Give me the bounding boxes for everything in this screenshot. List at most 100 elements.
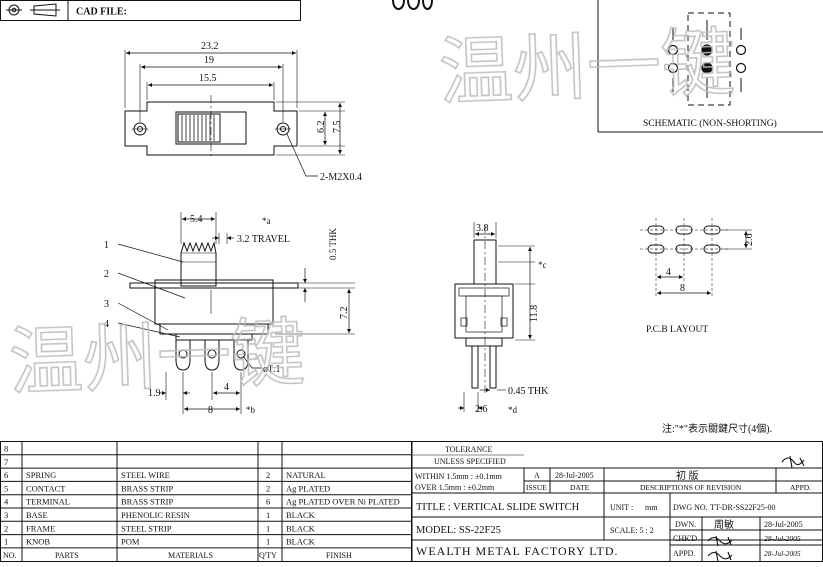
header-box: CAD FILE: — [0, 0, 301, 21]
bom-cell-qty: 2 — [266, 483, 270, 493]
pcb-labels: 2.6 4 8 P.C.B LAYOUT — [646, 234, 755, 336]
travel-label: 3.2 TRAVEL — [237, 234, 290, 245]
tolerance-within: WITHIN 1.5mm : ±0.1mm — [415, 472, 503, 481]
bom-cell-material: PHENOLIC RESIN — [121, 510, 190, 520]
bom-cell-part: FRAME — [26, 523, 55, 533]
bom-header-parts: PARTS — [55, 551, 79, 560]
bom-cell-qty: 1 — [266, 537, 270, 547]
schematic-panel: SCHEMATIC (NON-SHORTING) — [597, 0, 823, 133]
bom-cell-material: STEEL STRIP — [121, 523, 172, 533]
bom-cell-no: 8 — [4, 444, 8, 454]
bom-cell-no: 1 — [4, 537, 8, 547]
dim-slot-label: 15.5 — [199, 73, 217, 84]
signature-marks — [707, 455, 805, 562]
appd-row-label: APPD. — [673, 549, 695, 558]
desc-header: DESCRIPTIONS OF REVISION — [640, 483, 742, 492]
dwn-label: DWN. — [675, 520, 696, 529]
bom-cell-no: 4 — [4, 497, 9, 507]
dim-mount-label: 19 — [204, 55, 214, 66]
bom-cell-qty: 1 — [266, 510, 270, 520]
bom-cell-no: 2 — [4, 523, 8, 533]
end-dim-pin-label: 2.6 — [475, 404, 488, 415]
bom-cell-qty: 6 — [266, 497, 270, 507]
dwn-date: 28-Jul-2005 — [764, 520, 803, 529]
logo-fragment — [392, 0, 433, 10]
dim-height-inner-label: 6.2 — [316, 121, 327, 134]
bom-cell-no: 6 — [4, 470, 8, 480]
callout-4: 4 — [104, 319, 109, 330]
projection-symbol-icon — [6, 3, 60, 17]
end-view — [454, 222, 535, 412]
key-dimension-note: 注:"*"表示關鍵尺寸(4個). — [662, 422, 772, 435]
schematic-contacts — [667, 44, 747, 74]
tolerance-title: TOLERANCE — [445, 445, 493, 454]
callout-1: 1 — [104, 240, 109, 251]
bom-cell-finish: Ag PLATED OVER Ni PLATED — [286, 497, 400, 507]
end-dim-height-label: 11.8 — [529, 305, 540, 322]
bom-cell-material: POM — [121, 537, 140, 547]
bom-cell-part: SPRING — [26, 470, 56, 480]
callout-2: 2 — [104, 269, 109, 280]
dim-pitch-label: 4 — [224, 382, 229, 393]
dwg-no-value: TT-DR-SS22F25-00 — [710, 503, 776, 512]
appd-header: APPD. — [790, 483, 811, 492]
pcb-layout — [640, 218, 752, 298]
pcb-row-dim-label: 2.6 — [744, 234, 755, 247]
bom-header-materials: MATERIALS — [168, 551, 213, 560]
bom-cell-no: 7 — [4, 457, 8, 467]
bom-cell-finish: NATURAL — [286, 470, 326, 480]
bom-cell-no: 5 — [4, 483, 8, 493]
mark-b-label: *b — [246, 405, 256, 415]
tolerance-over: OVER 1.5mm : ±0.2mm — [415, 483, 495, 492]
unit-label: UNIT : — [610, 503, 633, 512]
bom-cell-finish: BLACK — [286, 537, 316, 547]
dim-overall-label: 23.2 — [201, 41, 219, 52]
callout-3: 3 — [104, 299, 109, 310]
pin-dia-label: ø1.1 — [263, 364, 281, 375]
dim-edge-pitch-label: 1.9 — [148, 388, 161, 399]
dwg-no-label: DWG NO. — [673, 503, 708, 512]
appd-date: 28-Jul-2005 — [764, 549, 801, 558]
bom-cell-no: 3 — [4, 510, 8, 520]
chkd-label: CHK'D — [673, 534, 697, 543]
issue-header: ISSUE — [526, 483, 547, 492]
bom-cell-part: BASE — [26, 510, 48, 520]
mark-c-label: *c — [538, 260, 547, 270]
bom-cell-finish: Ag PLATED — [286, 483, 330, 493]
bom-row-lines — [0, 454, 412, 549]
cad-file-label: CAD FILE: — [76, 7, 127, 18]
unit-value: mm — [645, 503, 658, 512]
bom-cell-qty: 1 — [266, 523, 270, 533]
bom-cell-part: TERMINAL — [26, 497, 70, 507]
mark-a-label: *a — [262, 216, 271, 226]
bom-cell-material: BRASS STRIP — [121, 483, 173, 493]
issue-value: A — [534, 471, 540, 480]
chkd-date: 28-Jul-2005 — [764, 534, 801, 543]
title-block-text: TOLERANCE UNLESS SPECIFIED WITHIN 1.5mm … — [415, 445, 811, 558]
frame-thk-label: 0.5 THK — [328, 228, 338, 260]
bom-cell-finish: BLACK — [286, 510, 316, 520]
schematic-label: SCHEMATIC (NON-SHORTING) — [643, 118, 777, 129]
dim-height-outer-label: 7.5 — [332, 121, 343, 134]
end-view-labels: 3.8 *c 11.8 0.45 THK 2.6 *d — [475, 223, 549, 415]
bom-header-no: NO. — [3, 551, 17, 560]
top-view-labels: 23.2 19 15.5 6.2 7.5 2-M2X0.4 — [199, 41, 362, 183]
pcb-pitch-label: 4 — [666, 267, 671, 278]
hole-callout-label: 2-M2X0.4 — [320, 172, 362, 183]
bom-header-qty: Q'TY — [259, 551, 277, 560]
end-dim-knob-label: 3.8 — [476, 223, 489, 234]
dim-side-height-label: 7.2 — [339, 307, 350, 320]
bom-cell-part: CONTACT — [26, 483, 66, 493]
bom-text: 8 7 6 SPRING STEEL WIRE 2 NATURAL 5 CONTACT BRASS… — [3, 444, 400, 560]
mark-d-label: *d — [508, 405, 518, 415]
top-view — [124, 50, 345, 177]
bom-cell-material: STEEL WIRE — [121, 470, 170, 480]
bom-header-finish: FINISH — [326, 551, 352, 560]
pcb-layout-label: P.C.B LAYOUT — [646, 325, 708, 335]
dim-knob-width-label: 5.4 — [190, 214, 203, 225]
side-view-labels: 5.4 3.2 TRAVEL *a 0.5 THK 7.2 ø1.1 1.9 4… — [104, 214, 350, 416]
scale-label: SCALE: 5 : 2 — [610, 526, 654, 535]
side-view — [117, 212, 355, 414]
